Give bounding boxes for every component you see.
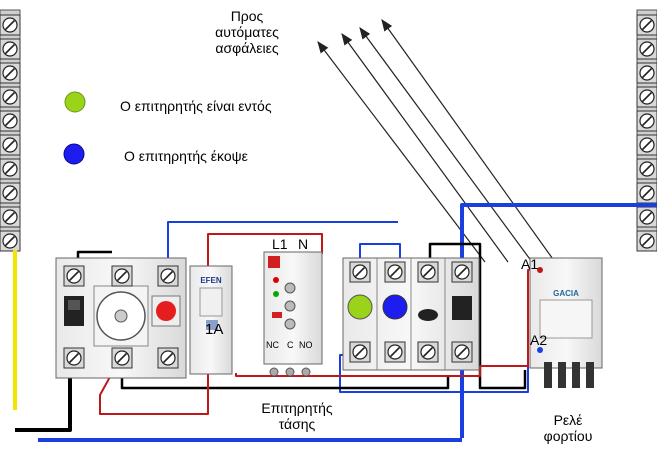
- breaker-rating: 1A: [205, 321, 224, 338]
- blue-wire-top: [167, 221, 398, 270]
- screw-terminal-icon: [636, 62, 657, 84]
- green-lamp-icon: [347, 294, 373, 320]
- screw-terminal-icon: [0, 134, 21, 156]
- screw-terminal-icon: [636, 182, 657, 204]
- load-contactor: [529, 257, 603, 388]
- screw-terminal-icon: [0, 158, 21, 180]
- contactor-terminal-a2: A2: [530, 332, 548, 348]
- screw-terminal-icon: [0, 182, 21, 204]
- black-wire-left: [15, 375, 72, 432]
- breaker-1a: [189, 265, 233, 375]
- left-terminal-strip: [0, 9, 21, 252]
- to-breakers-line-3: ασφάλειες: [215, 40, 279, 56]
- legend-supervisor-on: Ο επιτηρητής είναι εντός: [120, 98, 272, 114]
- screw-terminal-icon: [0, 110, 21, 132]
- screw-terminal-icon: [636, 14, 657, 36]
- right-terminal-strip: [636, 9, 657, 252]
- contactor-terminal-a1: A1: [521, 256, 539, 272]
- relay-terminal-c: C: [287, 340, 294, 350]
- screw-terminal-icon: [636, 158, 657, 180]
- relay-terminal-nc: NC: [266, 340, 279, 350]
- to-breakers-line-1: Προς: [230, 8, 264, 24]
- to-breakers-label: Προς αυτόματες ασφάλειες: [212, 8, 282, 56]
- to-breakers-line-2: αυτόματες: [215, 24, 279, 40]
- legend-supervisor-tripped: Ο επιτηρητής έκοψε: [124, 148, 248, 164]
- screw-terminal-icon: [636, 134, 657, 156]
- relay-terminal-n: N: [298, 236, 309, 252]
- screw-terminal-icon: [0, 230, 21, 252]
- voltage-monitor-line-2: τάσης: [278, 416, 316, 432]
- screw-terminal-icon: [636, 206, 657, 228]
- breaker-brand: EFEN: [200, 276, 222, 285]
- voltage-monitor-line-1: Επιτηρητής: [261, 400, 333, 416]
- screw-terminal-icon: [0, 38, 21, 60]
- blue-wire-monitor-link: [359, 243, 401, 262]
- screw-terminal-icon: [636, 86, 657, 108]
- relay-terminal-l1: L1: [272, 236, 288, 252]
- pushbutton-icon: [418, 309, 438, 321]
- black-wire-main: [120, 375, 450, 390]
- arrows-to-breakers: [317, 19, 556, 263]
- green-indicator-dot-icon: [64, 91, 86, 113]
- blue-lamp-icon: [382, 294, 408, 320]
- voltage-monitor-relay: [263, 251, 323, 377]
- contactor-brand: GACIA: [553, 289, 579, 298]
- load-relay-line-1: Ρελέ: [553, 412, 583, 428]
- screw-terminal-icon: [0, 86, 21, 108]
- load-relay-line-2: φορτίου: [543, 428, 593, 444]
- screw-terminal-icon: [636, 230, 657, 252]
- relay-terminal-no: NO: [299, 340, 313, 350]
- screw-terminal-icon: [0, 62, 21, 84]
- red-wire-loop: [99, 233, 323, 415]
- blue-indicator-dot-icon: [63, 143, 85, 165]
- voltage-monitor-label: Επιτηρητής τάσης: [242, 400, 352, 432]
- screw-terminal-icon: [636, 38, 657, 60]
- red-wire-relay: [235, 366, 481, 377]
- load-relay-label: Ρελέ φορτίου: [540, 412, 596, 444]
- screw-terminal-icon: [0, 206, 21, 228]
- screw-terminal-icon: [636, 110, 657, 132]
- screw-terminal-icon: [0, 14, 21, 36]
- black-wire-contactor: [428, 242, 527, 390]
